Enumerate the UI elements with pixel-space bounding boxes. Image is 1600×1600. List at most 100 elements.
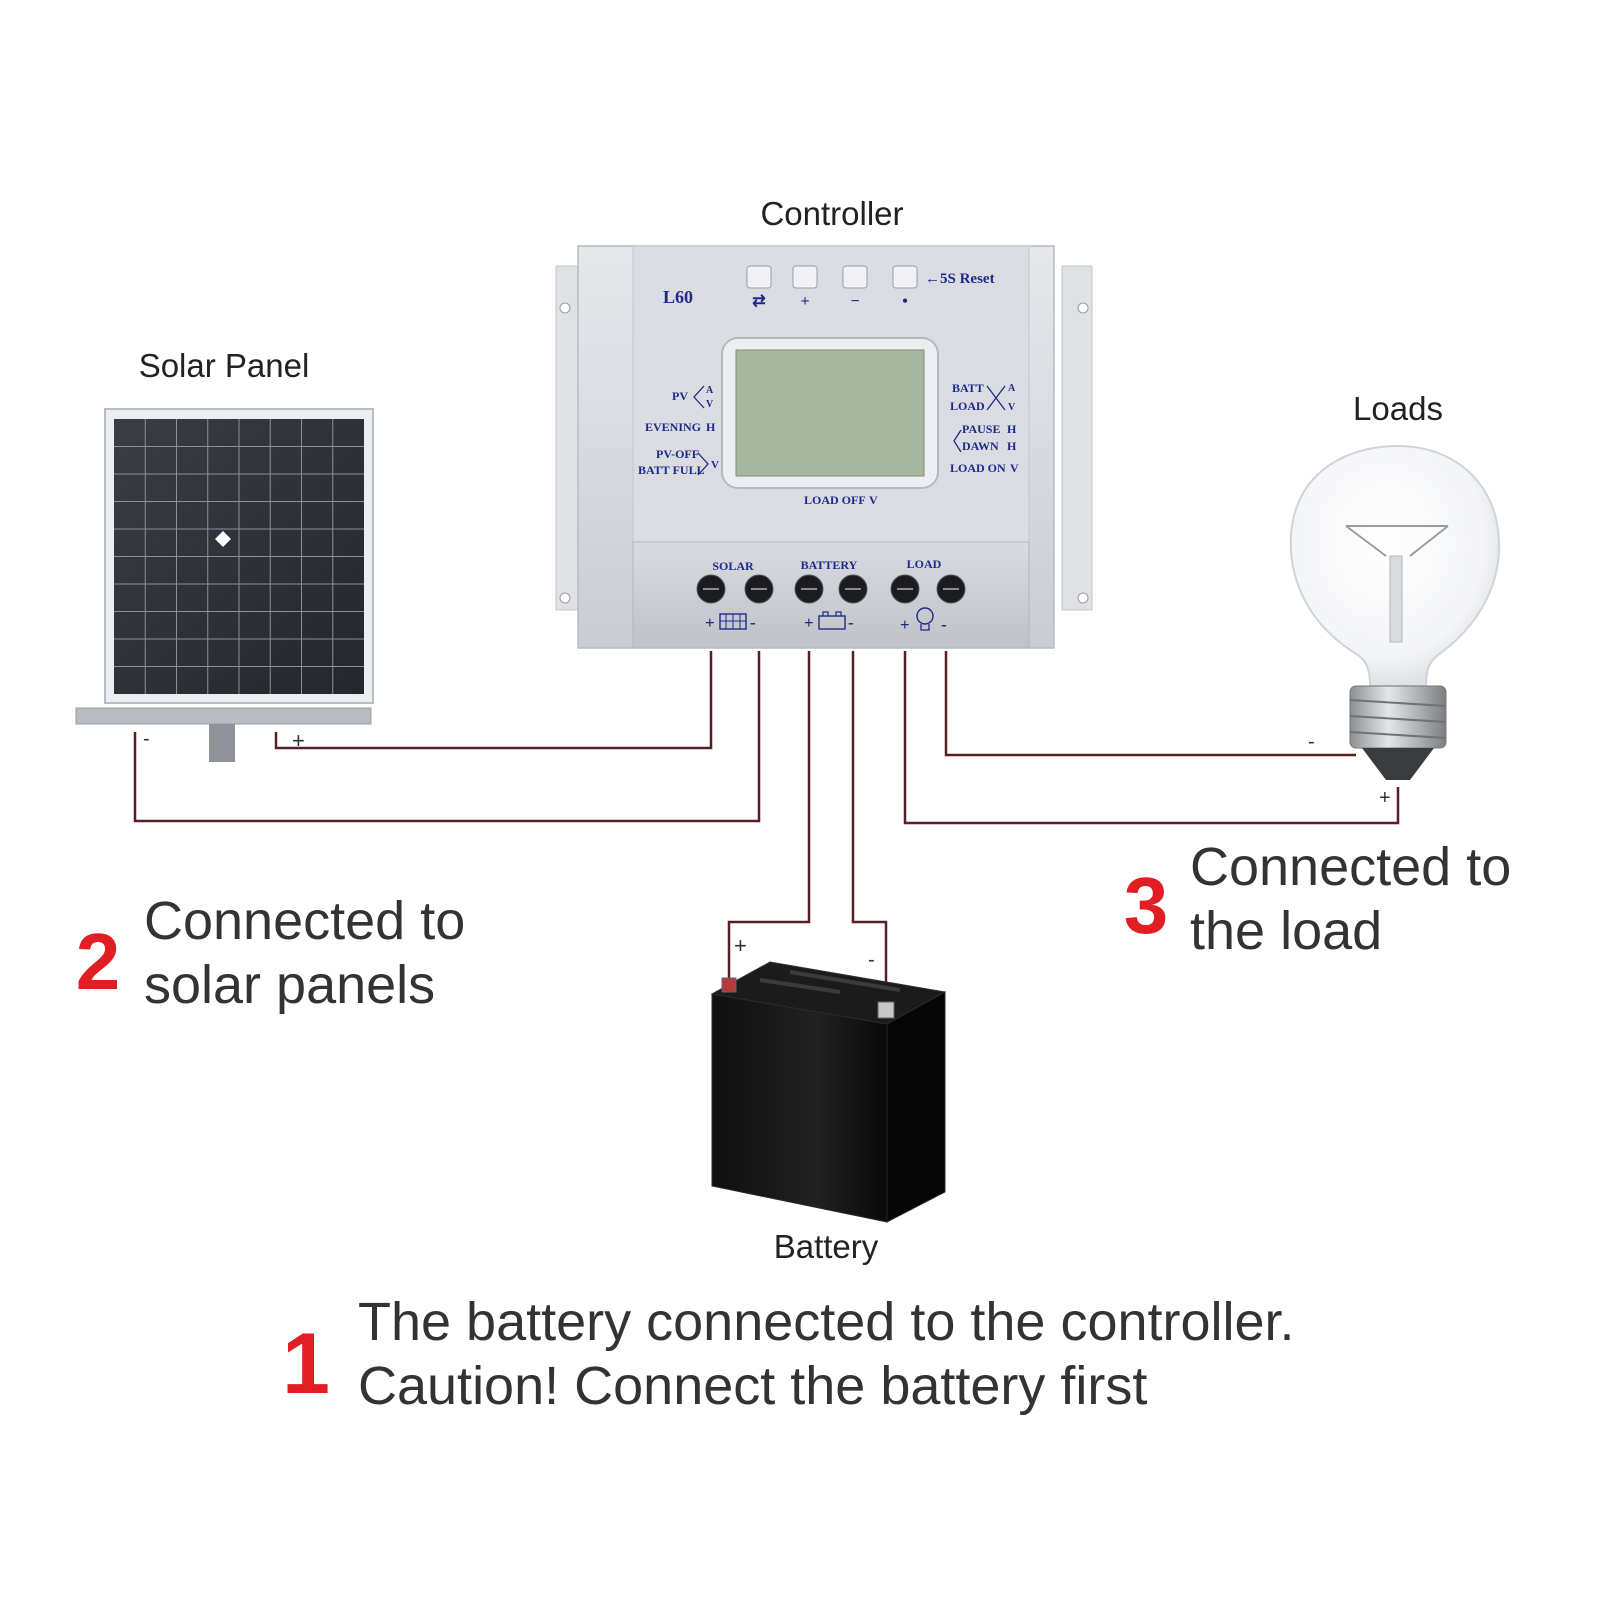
left-legend: PV A V EVENING H PV-OFF BATT FULL V <box>638 385 719 477</box>
wires <box>133 651 1400 1002</box>
battery-small-terminal-icon <box>822 611 842 616</box>
battery-negative-mark: - <box>868 949 875 971</box>
solar-positive-mark: + <box>292 728 305 753</box>
plus-button[interactable] <box>792 265 818 289</box>
battery-positive-mark: + <box>734 933 747 958</box>
minus-button[interactable] <box>842 265 868 289</box>
bulb-stem <box>1389 555 1403 643</box>
legend-batt-full: BATT FULL <box>638 463 705 477</box>
legend-pv-off: PV-OFF <box>656 447 699 461</box>
mount-hole-icon <box>559 302 571 314</box>
legend-pv-a: A <box>706 385 714 396</box>
battery-side <box>886 991 946 1223</box>
legend-bracket-icon <box>697 452 709 476</box>
legend-cross-icon <box>986 385 1006 411</box>
legend-load-off: LOAD OFF <box>804 493 866 507</box>
legend-a: A <box>1008 383 1016 394</box>
solar-negative-mark: - <box>143 728 150 750</box>
battery-lid-ridge <box>759 970 901 994</box>
battery-plus-mark: + <box>804 613 814 632</box>
step-2-line1: Connected to <box>144 891 465 951</box>
legend-bracket-icon <box>693 385 705 409</box>
wire-battery-positive <box>727 651 811 978</box>
legend-evening-unit: H <box>706 420 716 434</box>
wire-load-positive <box>903 651 1400 825</box>
step-1-line2: Caution! Connect the battery first <box>358 1356 1147 1416</box>
battery: + - <box>710 933 947 1223</box>
terminal-screws <box>696 574 966 604</box>
minus-button-symbol: − <box>850 293 859 310</box>
legend-dawn: DAWN <box>962 439 999 453</box>
legend-batt: BATT <box>952 381 984 395</box>
terminal-icons: + - + - + - <box>705 607 947 634</box>
battery-small-icon <box>818 615 846 630</box>
step-2-line2: solar panels <box>144 955 435 1015</box>
bulb-small-icon <box>916 607 934 625</box>
reset-hint: ←5S Reset <box>925 271 995 287</box>
step-3-line1: Connected to <box>1190 837 1511 897</box>
legend-load-on-unit: V <box>1010 461 1019 475</box>
step-1: 1 The battery connected to the controlle… <box>282 1292 1294 1416</box>
legend-dawn-unit: H <box>1007 439 1017 453</box>
load-positive-mark: + <box>1379 787 1391 809</box>
solar-panel-grid <box>114 419 364 694</box>
bulb-base-threads <box>1349 699 1447 739</box>
load-plus-mark: + <box>900 615 910 634</box>
lcd-screen <box>735 349 925 477</box>
bulb-tip <box>1362 748 1434 780</box>
label-controller: Controller <box>760 195 903 232</box>
solar-plus-mark: + <box>705 613 715 632</box>
legend-bracket-icon <box>953 429 962 453</box>
button-row: ⇄ + − • ←5S Reset <box>746 265 995 310</box>
battery-minus-mark: - <box>848 613 854 632</box>
solar-panel-grid-icon <box>720 614 746 629</box>
controller-right-flange <box>1061 265 1093 611</box>
legend-pv-off-unit: V <box>711 459 719 471</box>
legend-load: LOAD <box>950 399 985 413</box>
load-negative-mark: - <box>1308 731 1315 753</box>
solar-panel-rail <box>75 707 372 725</box>
bulb-filament <box>1345 525 1449 632</box>
light-button[interactable] <box>892 265 918 289</box>
legend-evening: EVENING <box>645 420 701 434</box>
wire-solar-negative <box>133 651 761 823</box>
mount-hole-icon <box>1077 302 1089 314</box>
battery-negative-terminal <box>877 1001 895 1019</box>
step-1-number: 1 <box>282 1316 330 1412</box>
step-3: 3 Connected to the load <box>1124 837 1511 961</box>
plus-button-symbol: + <box>800 293 809 310</box>
legend-pause: PAUSE <box>962 422 1000 436</box>
solar-panel: - + <box>75 408 374 762</box>
terminal-label-load: LOAD <box>907 557 942 571</box>
mode-button[interactable] <box>746 265 772 289</box>
legend-pause-unit: H <box>1007 422 1017 436</box>
label-loads: Loads <box>1353 390 1443 427</box>
legend-load-off-unit: V <box>869 493 878 507</box>
label-battery: Battery <box>774 1228 879 1265</box>
solar-panel-post <box>209 724 235 762</box>
battery-front <box>711 993 888 1223</box>
right-legend: BATT LOAD A V PAUSE H DAWN H LOAD ON V <box>950 381 1019 475</box>
wire-battery-negative <box>851 651 888 1002</box>
light-bulb: - + <box>1289 444 1500 809</box>
solar-minus-mark: - <box>750 613 756 632</box>
mode-button-symbol: ⇄ <box>752 293 765 310</box>
step-3-number: 3 <box>1124 861 1169 950</box>
light-button-symbol: • <box>902 293 908 310</box>
step-2: 2 Connected to solar panels <box>76 891 465 1015</box>
wire-solar-positive <box>274 651 713 750</box>
legend-v: V <box>1008 402 1016 413</box>
controller: ⇄ + − • ←5S Reset L60 PV A V EVENING H P… <box>555 245 1093 649</box>
step-1-line1: The battery connected to the controller. <box>358 1292 1295 1352</box>
load-minus-mark: - <box>941 615 947 634</box>
mount-hole-icon <box>559 592 571 604</box>
mount-hole-icon <box>1077 592 1089 604</box>
legend-pv-v: V <box>706 399 714 410</box>
step-2-number: 2 <box>76 917 121 1006</box>
model-label: L60 <box>663 287 693 307</box>
step-3-line2: the load <box>1190 901 1382 961</box>
terminal-label-battery: BATTERY <box>801 558 858 572</box>
solar-panel-diamond-icon <box>215 531 231 547</box>
bulb-small-base-icon <box>920 624 930 631</box>
